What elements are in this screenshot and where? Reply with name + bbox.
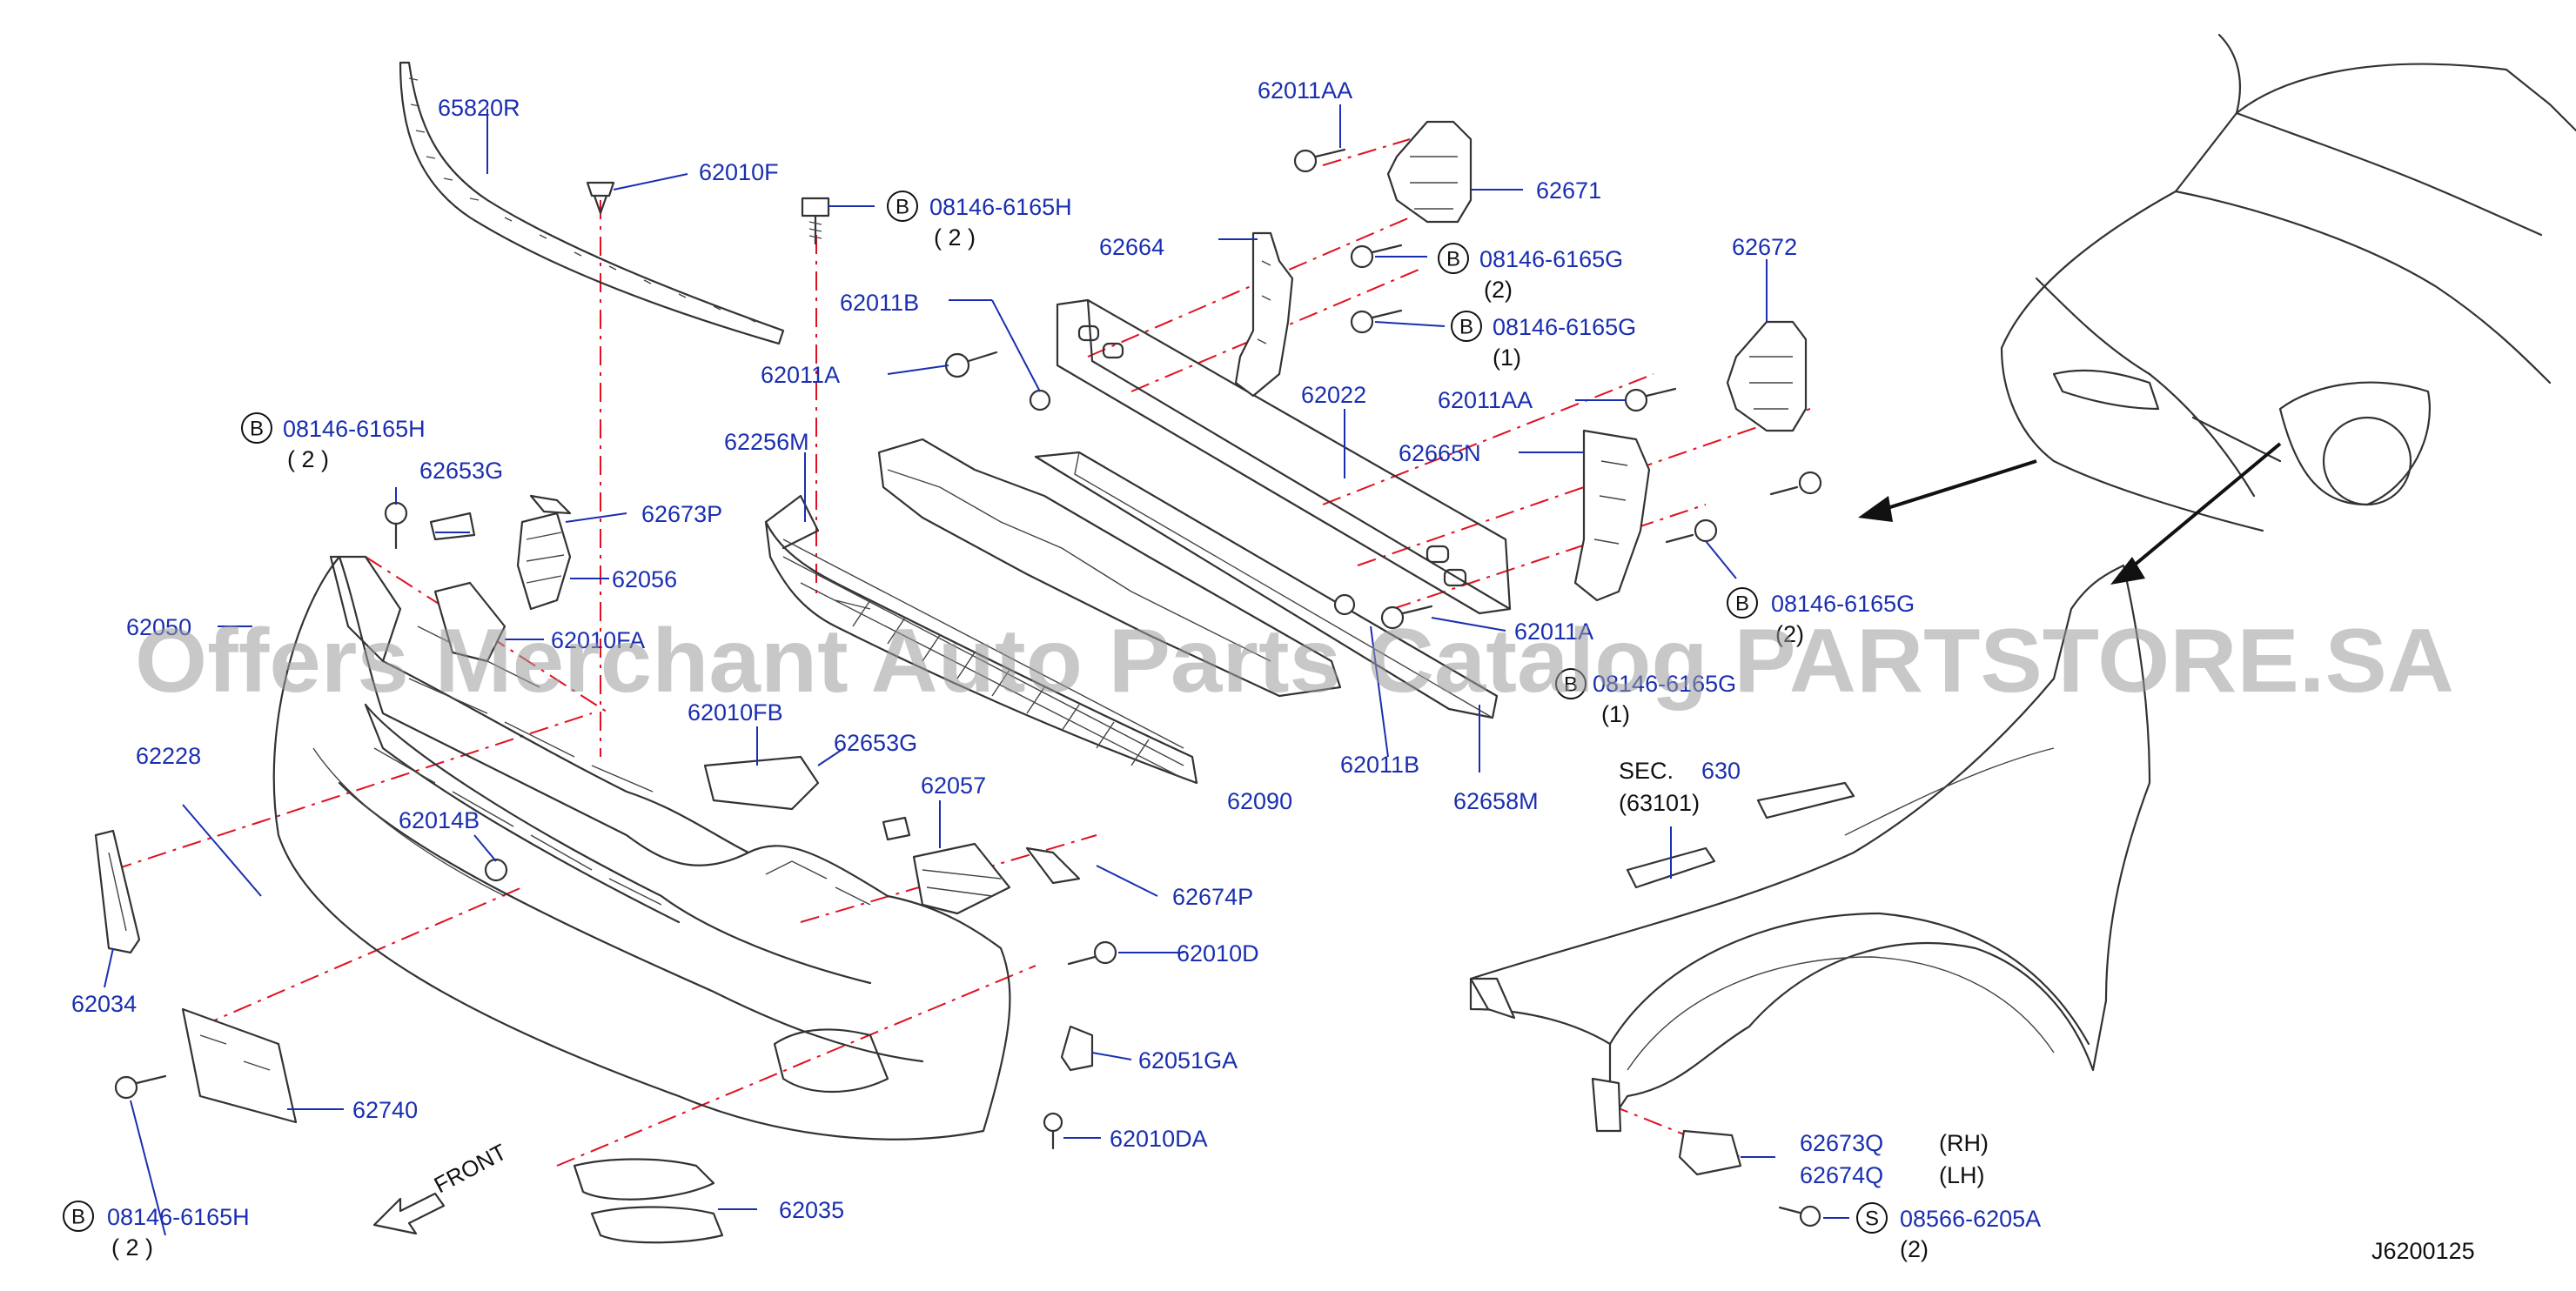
assembly-lines — [112, 138, 1811, 1167]
label-08146-6165G: 08146-6165G — [1479, 246, 1623, 272]
prefix-B: B — [1459, 316, 1473, 339]
label-62673Q: 62673Q — [1800, 1130, 1883, 1156]
label-08566-6205A: 08566-6205A — [1900, 1206, 2041, 1232]
label-08146-6165H-c: 08146-6165H — [107, 1204, 250, 1230]
label-62022: 62022 — [1301, 382, 1366, 408]
prefix-B: B — [71, 1206, 85, 1229]
label-62011B: 62011B — [840, 290, 919, 316]
prefix-S: S — [1865, 1207, 1879, 1231]
qty-08146-6165G-b: (1) — [1493, 344, 1521, 371]
bracket-62672 — [1726, 320, 1808, 432]
label-62674P: 62674P — [1172, 884, 1253, 910]
label-62011A-b: 62011A — [1514, 619, 1593, 645]
qty-08146-6165H-b: ( 2 ) — [287, 446, 329, 472]
qty-08146-6165H: ( 2 ) — [934, 224, 976, 251]
label-62740: 62740 — [352, 1097, 418, 1123]
part-labels: 65820R 62010F 08146-6165H ( 2 ) 62011AA … — [71, 77, 2475, 1264]
label-62056: 62056 — [612, 566, 677, 592]
label-62672: 62672 — [1732, 234, 1797, 260]
label-62011AA-b: 62011AA — [1438, 387, 1533, 413]
label-62051GA: 62051GA — [1138, 1047, 1238, 1074]
prefix-B: B — [896, 196, 909, 219]
front-bumper-fascia — [272, 555, 1011, 1140]
label-08146-6165G-d: 08146-6165G — [1593, 671, 1736, 697]
label-62228: 62228 — [136, 743, 201, 769]
label-08146-6165G-c: 08146-6165G — [1771, 591, 1915, 617]
bracket-62671 — [1386, 120, 1472, 224]
label-62665N: 62665N — [1399, 440, 1481, 466]
bracket-62665N — [1573, 429, 1651, 602]
label-62671: 62671 — [1536, 177, 1601, 204]
prefix-B: B — [1735, 592, 1749, 616]
small-parts — [94, 494, 1742, 1244]
label-62010FB: 62010FB — [688, 699, 783, 726]
label-62034: 62034 — [71, 991, 137, 1017]
fender-63101 — [1469, 564, 2151, 1133]
circle-markers: B B B B B B B S — [63, 191, 1888, 1234]
label-08146-6165H-b: 08146-6165H — [283, 416, 426, 442]
label-62653G-b: 62653G — [834, 730, 917, 756]
side-LH: (LH) — [1939, 1162, 1985, 1188]
label-62664: 62664 — [1099, 234, 1164, 260]
prefix-B: B — [1446, 248, 1460, 271]
label-62011AA: 62011AA — [1258, 77, 1352, 104]
label-62256M: 62256M — [724, 429, 809, 455]
bolts-small — [114, 148, 1822, 1227]
label-62010DA: 62010DA — [1110, 1126, 1208, 1152]
reinforcement-beam-62022 — [1056, 298, 1512, 615]
direction-arrows — [1858, 442, 2282, 585]
bolt-08146-6165H-top — [801, 197, 830, 245]
label-62090: 62090 — [1227, 788, 1292, 814]
label-62050: 62050 — [126, 614, 191, 640]
label-08146-6165H: 08146-6165H — [929, 194, 1072, 220]
clip-62010F — [586, 181, 615, 215]
prefix-B: B — [1564, 673, 1578, 697]
section-sub: (63101) — [1619, 790, 1700, 816]
lower-grille-62256M — [764, 494, 1198, 785]
qty-08146-6165G: (2) — [1484, 277, 1513, 303]
label-62673P: 62673P — [641, 501, 722, 527]
front-direction-indicator — [372, 1192, 446, 1235]
energy-absorber-62090 — [877, 438, 1342, 698]
strip-62658M — [1034, 451, 1499, 719]
bracket-62664 — [1234, 231, 1294, 398]
label-62658M: 62658M — [1453, 788, 1539, 814]
qty-08146-6165G-c: (2) — [1775, 621, 1804, 647]
label-62035: 62035 — [779, 1197, 844, 1223]
label-65820R: 65820R — [438, 95, 520, 121]
section-number: 630 — [1701, 758, 1741, 784]
qty-08146-6165G-d: (1) — [1601, 701, 1630, 727]
qty-08146-6165H-c: ( 2 ) — [111, 1234, 153, 1261]
label-62010FA: 62010FA — [551, 627, 645, 653]
side-RH: (RH) — [1939, 1130, 1989, 1156]
car-silhouette — [2000, 33, 2576, 532]
label-62014B: 62014B — [399, 807, 480, 833]
qty-08566-6205A: (2) — [1900, 1236, 1929, 1262]
label-62653G: 62653G — [419, 458, 503, 484]
label-62011B-b: 62011B — [1340, 752, 1419, 778]
label-62011A: 62011A — [761, 362, 840, 388]
watermark-text: Offers Merchant Auto Parts Catalog PARTS… — [135, 611, 2454, 712]
diagram-code: J6200125 — [2371, 1238, 2475, 1264]
label-08146-6165G-b: 08146-6165G — [1493, 314, 1636, 340]
label-62057: 62057 — [921, 773, 986, 799]
front-label: FRONT — [430, 1139, 511, 1199]
label-62674Q: 62674Q — [1800, 1162, 1883, 1188]
upper-strip-65820R — [399, 61, 785, 345]
leader-lines — [104, 104, 1849, 1236]
section-label: SEC. — [1619, 758, 1674, 784]
prefix-B: B — [250, 418, 264, 441]
label-62010F: 62010F — [699, 159, 779, 185]
label-62010D: 62010D — [1177, 940, 1259, 967]
